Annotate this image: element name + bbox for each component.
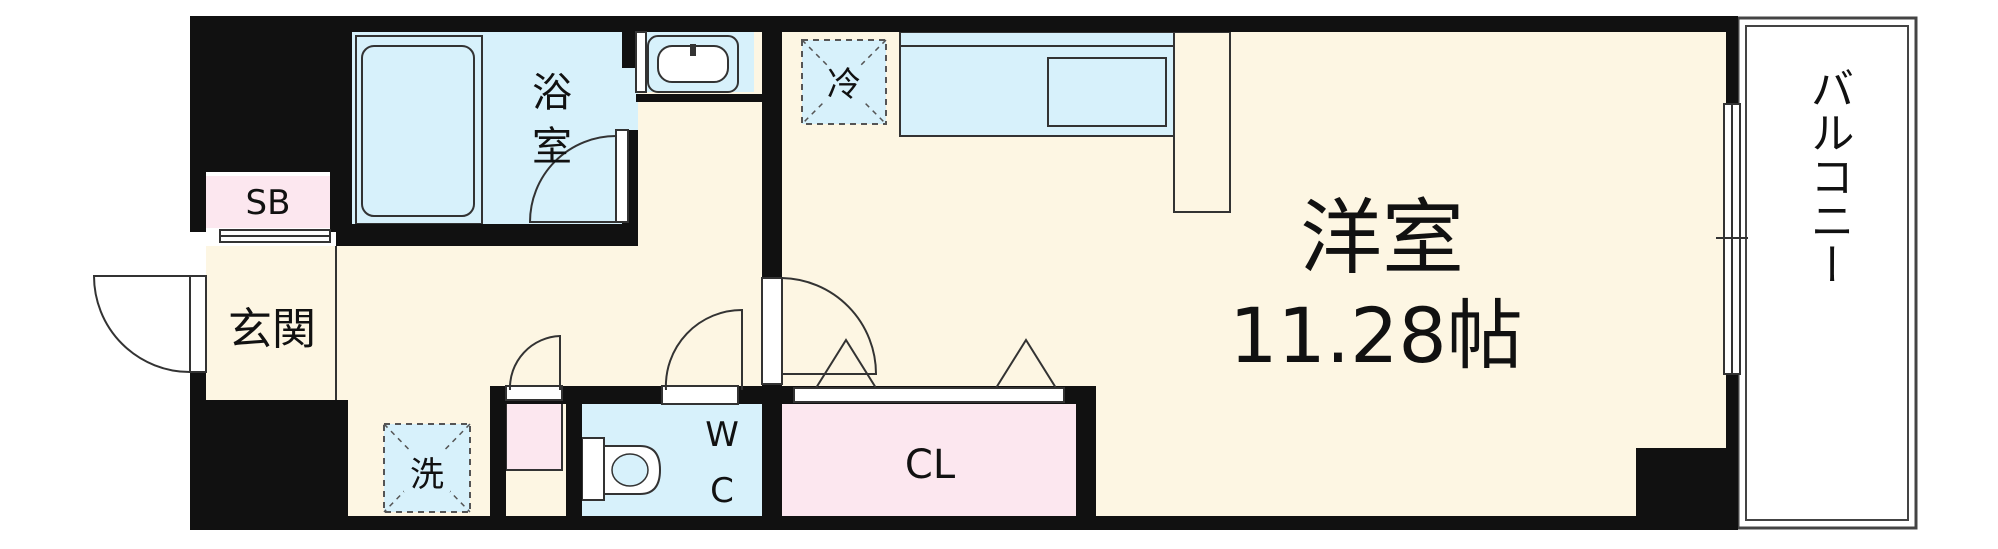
shoe-box-floor — [206, 176, 330, 228]
balcony-label: バルコニー — [1803, 66, 1854, 286]
bathtub — [355, 35, 483, 225]
floor-areas — [206, 32, 1730, 518]
balcony — [1736, 16, 1918, 530]
bath-label-line1: 浴 — [532, 70, 572, 116]
entrance-label: 玄関 — [228, 304, 316, 355]
toilet-fixture — [581, 437, 662, 501]
closet-label: CL — [905, 442, 956, 488]
bath-window — [635, 31, 647, 93]
bath-label-line2: 室 — [532, 124, 572, 170]
western-room-name: 洋室 — [1300, 191, 1464, 286]
wash-basin — [647, 35, 739, 93]
western-room-size: 11.28帖 — [1229, 291, 1523, 380]
fridge-label: 冷 — [827, 65, 861, 105]
small-storage — [505, 399, 563, 471]
kitchen-sink — [1047, 57, 1167, 127]
toilet-label-line1: W — [705, 415, 739, 455]
windows — [635, 31, 1748, 375]
washer-label: 洗 — [410, 455, 444, 495]
labels: 洋室 11.28帖 浴 室 SB 玄関 W C CL バルコニー — [228, 66, 1854, 511]
doors — [92, 129, 1065, 405]
toilet-label-line2: C — [710, 471, 734, 511]
closet-floor — [782, 404, 1076, 518]
pillar — [1173, 31, 1231, 213]
fridge-space: 冷 — [801, 39, 887, 125]
washer-space: 洗 — [383, 423, 471, 513]
shoe-box-label: SB — [246, 183, 291, 223]
